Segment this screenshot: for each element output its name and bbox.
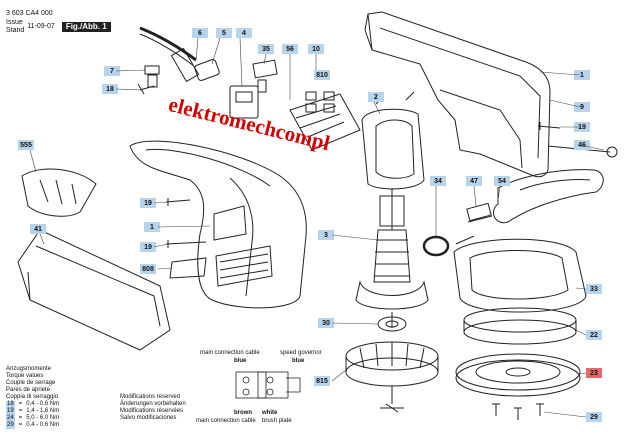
label-808 — [169, 257, 207, 279]
torque-value: 0,4 - 0,6 Nm — [26, 401, 60, 407]
white-label: white — [262, 410, 278, 416]
torque-heading-fr: Couple de serrage — [6, 380, 56, 386]
fan-815 — [345, 341, 439, 404]
callout-54: 54 — [494, 176, 510, 186]
torque-heading-en: Torque values — [6, 373, 44, 379]
screw-18 — [137, 83, 155, 95]
callout-5: 5 — [216, 28, 232, 38]
part-35 — [252, 59, 278, 93]
callout-18: 18 — [102, 84, 118, 94]
power-cable — [139, 26, 220, 83]
torque-row: 18=0,4 - 0,6 Nm — [6, 401, 60, 408]
callout-808: 808 — [140, 264, 156, 274]
torque-row: 29=0,4 - 0,6 Nm — [6, 422, 60, 429]
callout-56: 56 — [282, 44, 298, 54]
callout-6: 6 — [192, 28, 208, 38]
part-47 — [466, 202, 493, 223]
wiring-diagram-labels: main connection cable blue speed governo… — [196, 348, 322, 432]
callout-810: 810 — [314, 70, 330, 80]
mod-line-es: Salvo modificaciones — [120, 415, 177, 421]
callout-7: 7 — [104, 66, 120, 76]
callout-2: 2 — [368, 92, 384, 102]
callout-33: 33 — [586, 284, 602, 294]
callout-46: 46 — [574, 140, 590, 150]
main-cable-bottom-label: main connection cable — [196, 418, 256, 424]
cover-555 — [21, 168, 97, 217]
torque-value: 0,4 - 0,6 Nm — [26, 422, 60, 428]
armature-3 — [355, 188, 429, 328]
callout-35: 35 — [258, 44, 274, 54]
callout-41: 41 — [30, 224, 46, 234]
torque-heading-es: Pares de apriete — [6, 387, 51, 393]
blue-right-label: blue — [292, 358, 305, 364]
callout-29: 29 — [586, 412, 602, 422]
modifications-note: Modifications reserved Änderungen vorbeh… — [120, 394, 186, 422]
base-housing-33 — [453, 235, 587, 313]
electronic-module-10 — [289, 91, 361, 151]
callout-23: 23 — [586, 368, 602, 378]
figure-label: Fig./Abb. 1 — [61, 21, 111, 33]
callout-815: 815 — [314, 376, 330, 386]
callout-10: 10 — [308, 44, 324, 54]
main-cable-top-label: main connection cable — [200, 350, 260, 356]
o-ring-34 — [422, 235, 450, 257]
callout-34: 34 — [430, 176, 446, 186]
issue-label: Issue — [6, 18, 23, 26]
torque-table: Anzugsmomente Torque values Couple de se… — [6, 366, 59, 429]
torque-value: 5,0 - 6,0 Nm — [26, 415, 60, 421]
callout-47: 47 — [466, 176, 482, 186]
screws-29 — [492, 403, 544, 420]
part-number: 3 603 CA4 000 — [6, 10, 53, 17]
issue-date: 11-09-07 — [27, 22, 55, 30]
callout-1-lower: 1 — [144, 222, 160, 232]
brown-label: brown — [234, 410, 252, 416]
mod-line-de: Modifications reserved — [120, 394, 181, 400]
callout-19-upper: 19 — [574, 122, 590, 132]
torque-ref: 18 — [6, 401, 15, 408]
wiring-schematic — [235, 371, 301, 399]
callout-3: 3 — [318, 230, 334, 240]
torque-ref: 29 — [6, 422, 15, 429]
torque-row: 19=1,4 - 1,6 Nm — [6, 408, 60, 415]
stand-label: Stand — [6, 27, 25, 34]
torque-row: 24=5,0 - 6,0 Nm — [6, 415, 60, 422]
screw-19-left — [165, 198, 191, 206]
torque-ref: 24 — [6, 415, 15, 422]
callout-9: 9 — [574, 102, 590, 112]
motor-housing-front — [129, 140, 307, 309]
part-22 — [463, 307, 577, 345]
housing-half-1 — [364, 11, 551, 178]
callout-555: 555 — [18, 140, 34, 150]
blue-top-label: blue — [234, 358, 247, 364]
mod-line-de2: Änderungen vorbehalten — [120, 401, 186, 407]
switch-4 — [229, 85, 259, 119]
callout-4: 4 — [236, 28, 252, 38]
callout-30: 30 — [318, 318, 334, 328]
screw-19-lower — [165, 240, 207, 248]
torque-heading-de: Anzugsmomente — [6, 366, 52, 372]
cable-clamp-7 — [144, 65, 160, 88]
callout-19-left: 19 — [140, 198, 156, 208]
washer-bottom — [380, 403, 404, 413]
auxiliary-handle-46 — [493, 145, 618, 224]
speed-governor-label: speed governor — [280, 350, 322, 356]
torque-ref: 19 — [6, 408, 15, 415]
screw-19-upper — [537, 122, 561, 130]
torque-heading-it: Coppia di serraggio — [6, 394, 59, 400]
stator-2 — [361, 91, 425, 190]
brush-plate-label: brush plate — [262, 418, 292, 424]
callout-22: 22 — [586, 330, 602, 340]
mod-line-fr: Modifications réservées — [120, 408, 184, 414]
callout-1-upper: 1 — [574, 70, 590, 80]
sanding-pad-23 — [455, 353, 581, 397]
torque-value: 1,4 - 1,6 Nm — [26, 408, 60, 414]
callout-19-lower: 19 — [140, 242, 156, 252]
drawing-header: 3 603 CA4 000 Issue Stand 11-09-07 Fig./… — [6, 10, 111, 36]
